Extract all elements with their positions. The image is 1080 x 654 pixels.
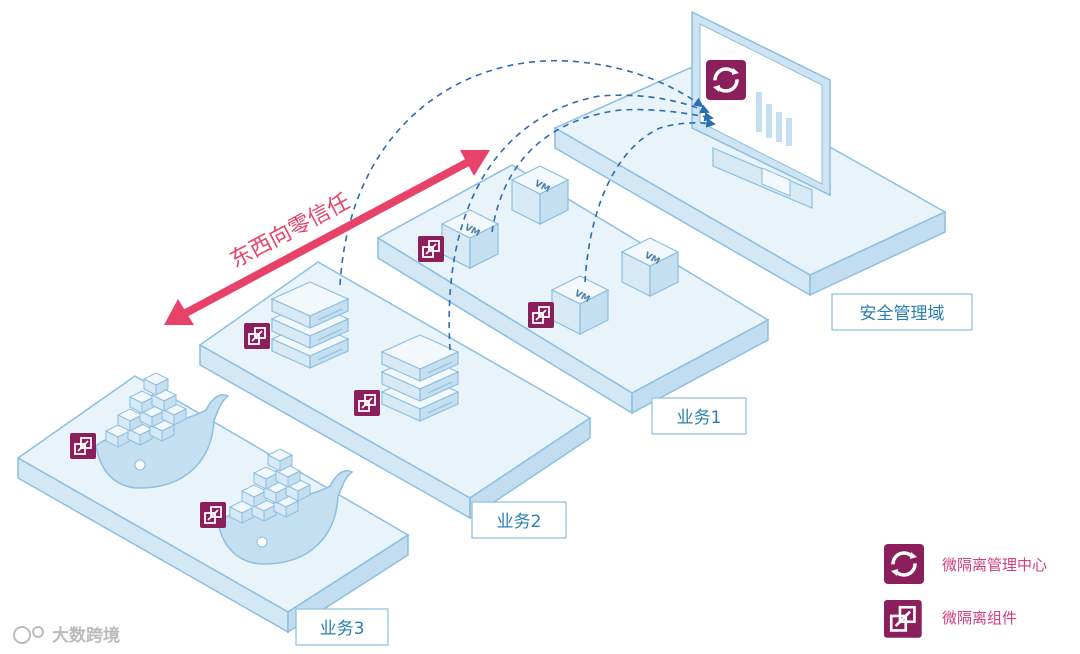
svg-text:微隔离管理中心: 微隔离管理中心 — [942, 556, 1047, 574]
docker-whale — [95, 372, 230, 489]
svg-text:业务3: 业务3 — [320, 619, 365, 639]
component-icon — [882, 598, 924, 640]
connection-line — [339, 60, 704, 286]
management-connections — [339, 60, 716, 351]
vm-box: VM — [551, 275, 609, 335]
security-domain: 安全管理域 — [553, 10, 973, 331]
component-icon — [243, 322, 271, 350]
docker-whale — [217, 448, 354, 565]
zone-label-biz3: 业务3 — [295, 608, 389, 646]
vm-box: VM — [511, 165, 569, 225]
component-icon — [353, 389, 381, 417]
legend-item-center: 微隔离管理中心 — [882, 542, 1047, 586]
zone-label-biz1: 业务1 — [651, 397, 747, 435]
management-center-icon — [882, 542, 926, 586]
east-west-arrow — [164, 150, 490, 325]
zone-label-security: 安全管理域 — [831, 293, 973, 331]
component-icon — [199, 501, 227, 529]
vm-box: VM — [621, 237, 679, 297]
legend: 微隔离管理中心 微隔离组件 — [882, 542, 1047, 640]
svg-text:业务2: 业务2 — [497, 512, 542, 532]
svg-text:业务1: 业务1 — [677, 408, 722, 428]
svg-text:安全管理域: 安全管理域 — [860, 304, 945, 324]
component-icon — [527, 301, 555, 329]
server-stack — [271, 281, 349, 369]
component-icon — [69, 432, 97, 460]
svg-text:微隔离组件: 微隔离组件 — [942, 609, 1017, 627]
zone-biz3: 业务3 — [16, 372, 410, 646]
connection-line — [491, 108, 714, 233]
zone-label-biz2: 业务2 — [471, 501, 567, 539]
management-center-icon — [704, 58, 748, 102]
server-stack — [381, 334, 459, 422]
legend-item-component: 微隔离组件 — [882, 598, 1017, 640]
vm-box: VM — [441, 209, 499, 269]
connection-line — [584, 118, 716, 283]
component-icon — [417, 235, 445, 263]
connection-line — [448, 94, 710, 351]
watermark: 大数跨境 — [13, 625, 120, 646]
zone-biz2: 业务2 — [198, 261, 592, 539]
svg-text:大数跨境: 大数跨境 — [52, 625, 120, 646]
zone-biz1: VM VM VM VM 业务1 — [376, 164, 770, 435]
